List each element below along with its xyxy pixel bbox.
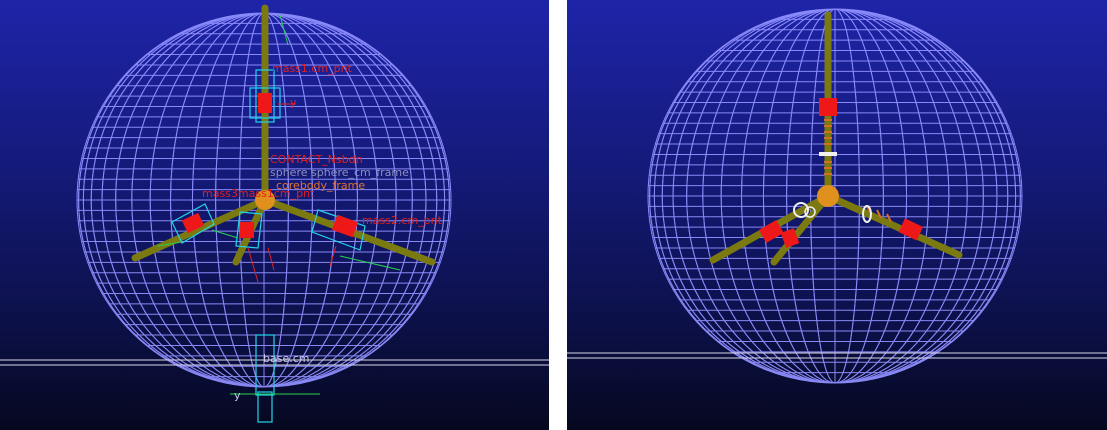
longitude-line <box>661 9 1009 383</box>
hub <box>817 185 839 207</box>
mass-lower <box>780 228 800 248</box>
longitude-line <box>649 9 1021 383</box>
longitude-line <box>90 13 438 387</box>
longitude-line <box>115 13 413 387</box>
mass-lower <box>240 222 254 238</box>
arm-right <box>824 192 963 259</box>
masses <box>181 93 359 238</box>
label-base: base.cm <box>263 352 309 365</box>
label-mass1: mass1.cm_pnt <box>272 62 353 75</box>
left-scene: mass1.cm_pnt y CONTACT_Nsbdn sphere sphe… <box>0 4 549 423</box>
longitude-line <box>741 9 929 383</box>
right-scene <box>567 8 1107 384</box>
label-mass2: mass2.cm_pnt <box>362 214 443 227</box>
arm-left <box>131 196 269 262</box>
spring-ring-left <box>793 202 809 218</box>
longitude-line <box>702 9 968 383</box>
label-y-axis: y <box>290 96 297 109</box>
longitude-line <box>191 13 337 387</box>
left-viewport[interactable]: mass1.cm_pnt y CONTACT_Nsbdn sphere sphe… <box>0 0 549 430</box>
mass-right <box>898 218 924 241</box>
spring-ring-right <box>862 205 872 223</box>
longitude-line <box>762 9 908 383</box>
longitude-line <box>170 13 358 387</box>
ground-plane <box>567 352 1107 359</box>
label-contact: CONTACT_Nsbdn <box>270 153 363 166</box>
longitude-line <box>810 9 860 383</box>
longitude-line <box>131 13 397 387</box>
springs <box>824 119 892 223</box>
longitude-line <box>239 13 289 387</box>
longitude-line <box>101 13 427 387</box>
longitude-line <box>720 9 950 383</box>
axis-markers-red <box>247 103 337 283</box>
mass-left <box>758 219 784 243</box>
longitude-line <box>82 13 446 387</box>
arm-lower <box>770 192 832 266</box>
label-base-axis: y <box>234 389 241 402</box>
hub <box>255 190 275 210</box>
longitude-line <box>672 9 998 383</box>
sphere-wireframe <box>647 8 1023 384</box>
label-sphere-frame: sphere sphere_cm_frame <box>270 166 409 179</box>
arms <box>709 11 963 266</box>
longitude-line <box>78 13 450 387</box>
axis-markers <box>157 14 401 395</box>
longitude-line <box>686 9 984 383</box>
label-corebody: corebody_frame <box>276 179 365 192</box>
mass-top <box>819 98 837 116</box>
spring-ring-lower <box>804 206 816 218</box>
label-mass-left: mass3mass1cm_pnt <box>202 187 315 200</box>
longitude-line <box>149 13 379 387</box>
mass-top <box>258 93 272 113</box>
longitude-line <box>653 9 1017 383</box>
longitude-line <box>786 9 884 383</box>
mass-left <box>181 212 205 234</box>
sphere-outline <box>647 8 1023 384</box>
mass-right <box>331 214 359 238</box>
longitude-line <box>215 13 313 387</box>
right-viewport[interactable] <box>567 0 1107 430</box>
spring-plate <box>819 152 837 156</box>
frame-boxes <box>171 69 366 423</box>
masses <box>758 98 924 248</box>
